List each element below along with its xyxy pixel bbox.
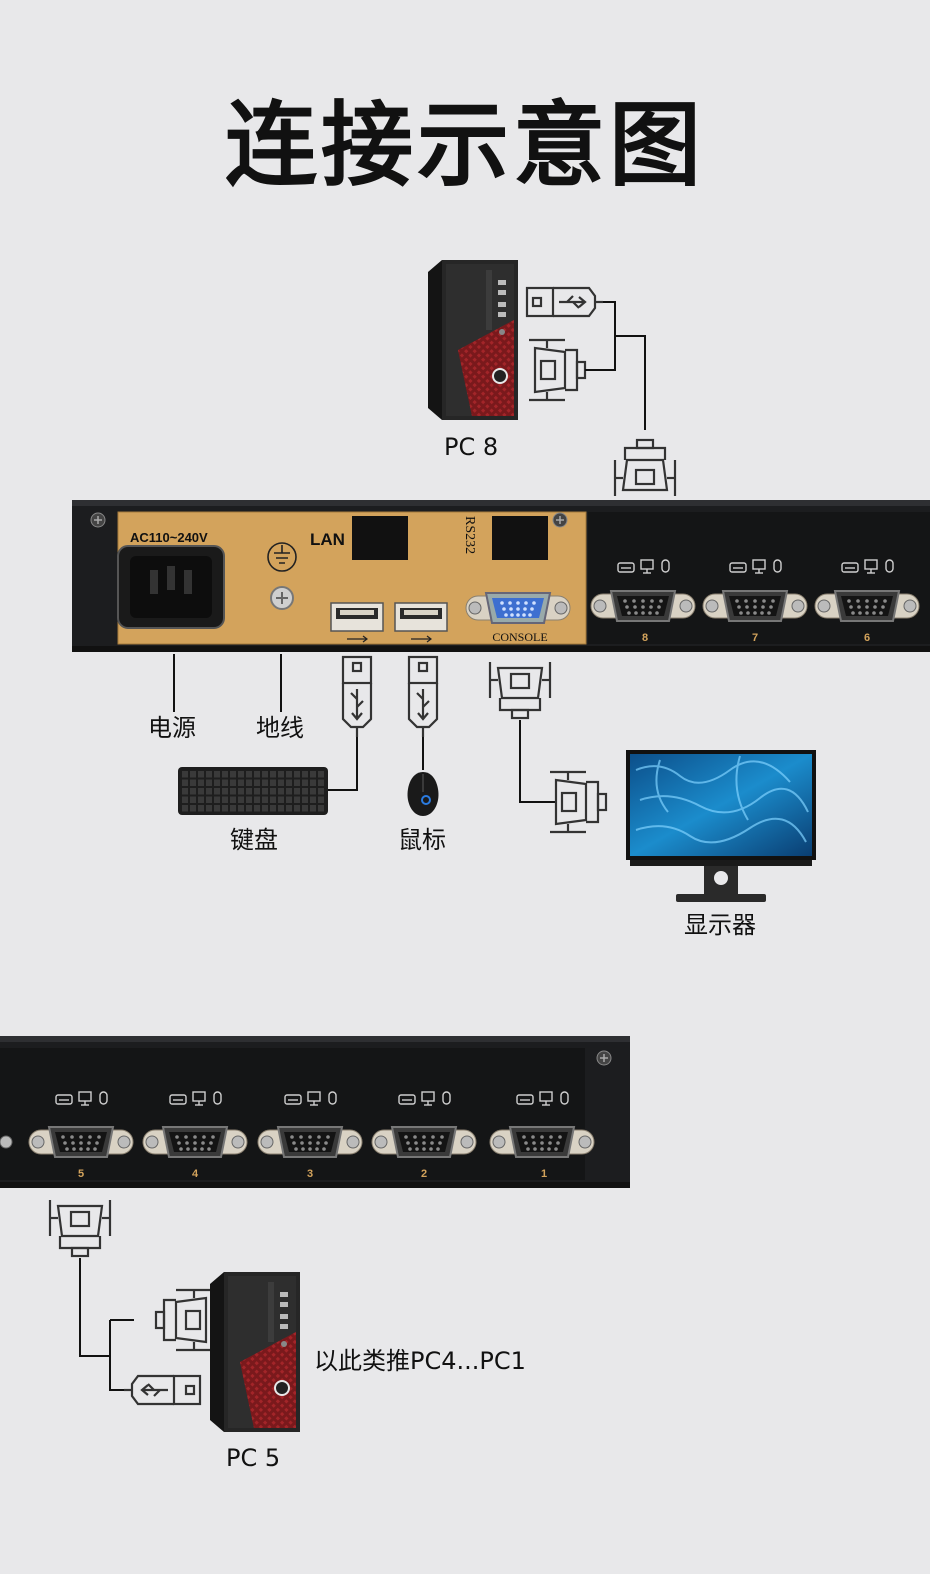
mouse-label: 鼠标: [398, 826, 446, 854]
kvm-rear-panel: [72, 500, 930, 652]
panel-leader-lines: [173, 654, 556, 803]
console-vga-plug-icon: [488, 660, 552, 720]
pc-cascade-note: 以此类推PC4...PC1: [314, 1347, 526, 1375]
keyboard-label: 键盘: [230, 826, 278, 854]
keyboard-usb-plug-icon: [341, 655, 373, 739]
port-number-8: 8: [642, 632, 648, 644]
port-number-2: 2: [421, 1168, 427, 1180]
page-title: 连接示意图: [224, 92, 705, 199]
port-number-5: 5: [78, 1168, 84, 1180]
ground-label: 地线: [256, 714, 304, 742]
monitor-vga-plug-icon: [548, 770, 608, 834]
kvm-rear-panel-ports-1-5: [0, 1036, 630, 1188]
pc-5-tower: [210, 1272, 300, 1432]
mouse-usb-plug-icon: [407, 655, 439, 739]
pc8-vga-plug-icon: [527, 338, 587, 402]
port-number-4: 4: [192, 1168, 199, 1180]
power-label: 电源: [148, 714, 196, 742]
pc5-kvm-vga-plug-icon: [48, 1198, 112, 1258]
pc-5-label: PC 5: [226, 1444, 281, 1472]
console-label: CONSOLE: [492, 630, 547, 644]
mouse-icon: [407, 772, 439, 816]
pc8-usb-plug-icon: [525, 286, 605, 318]
keyboard-icon: [178, 767, 328, 815]
monitor-label: 显示器: [684, 911, 756, 939]
port-number-7: 7: [752, 632, 758, 644]
monitor-icon: [626, 750, 816, 902]
ac-input-label: AC110~240V: [130, 530, 208, 545]
pc5-cable: [79, 1258, 134, 1391]
port-number-1: 1: [541, 1168, 547, 1180]
pc8-cable: [585, 301, 646, 430]
pc8-kvm-vga-plug-icon: [613, 438, 677, 498]
port-number-6: 6: [864, 632, 870, 644]
pc5-usb-plug-icon: [122, 1374, 202, 1406]
pc5-vga-plug-icon: [154, 1288, 214, 1352]
pc-8-label: PC 8: [444, 433, 499, 461]
rs232-label: RS232: [462, 516, 477, 554]
pc-8-tower: [428, 260, 518, 420]
port-number-3: 3: [307, 1168, 313, 1180]
lan-label: LAN: [310, 530, 345, 549]
